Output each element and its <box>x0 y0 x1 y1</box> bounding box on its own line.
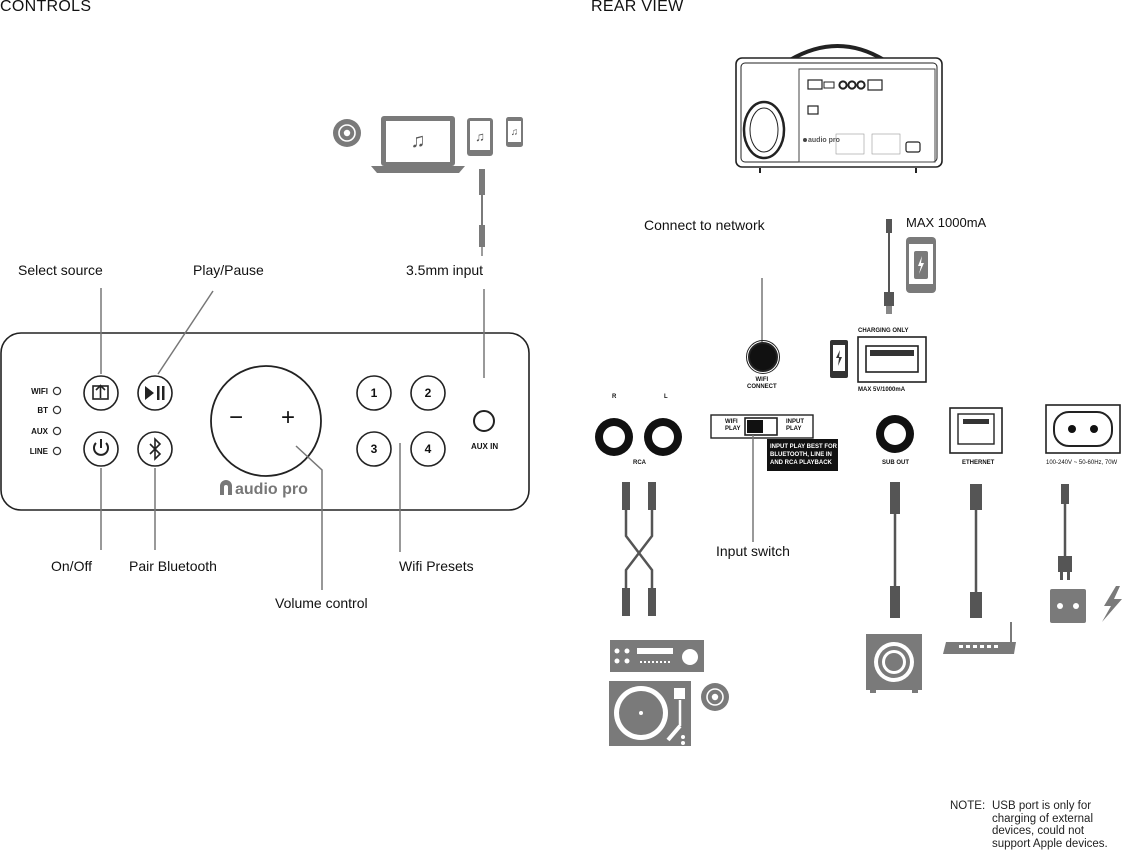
wifi-connect-button <box>748 342 778 372</box>
laptop-icon: ♫ <box>371 116 465 173</box>
power-cable-icon <box>1058 484 1072 580</box>
subwoofer-icon <box>866 634 922 693</box>
rca-jacks <box>595 418 682 456</box>
switch-note-label: INPUT PLAY BEST FOR BLUETOOTH, LINE IN A… <box>770 444 838 466</box>
rca-label: RCA <box>633 460 646 466</box>
sub-out-label: SUB OUT <box>882 460 909 466</box>
bluetooth-button <box>137 431 173 467</box>
rca-cable-icon <box>622 482 656 616</box>
usb-cable-icon <box>884 219 894 314</box>
rca-l-label: L <box>664 394 668 400</box>
preset-buttons <box>356 375 446 467</box>
speaker-rear <box>735 44 943 173</box>
router-icon <box>943 622 1016 654</box>
note-text: USB port is only for charging of externa… <box>992 800 1108 850</box>
turntable-icon <box>609 681 691 746</box>
switch-input-play-label: INPUT PLAY <box>786 419 804 432</box>
switch-wifi-play-label: WIFI PLAY <box>725 419 741 432</box>
note-label: NOTE: <box>950 800 986 812</box>
aux-in-jack <box>473 410 495 432</box>
tablet-icon: ♫ <box>467 118 493 156</box>
aux-cable-icon <box>479 169 485 256</box>
ethernet-cable-icon <box>970 484 982 618</box>
callout-pair-bluetooth: Pair Bluetooth <box>129 558 217 574</box>
callout-play-pause: Play/Pause <box>193 262 264 278</box>
volume-plus-label: + <box>281 404 296 431</box>
power-spec-label: 100-240V ~ 50-60Hz, 70W <box>1046 460 1118 466</box>
wall-outlet-icon <box>1050 589 1086 623</box>
chromecast-icon <box>333 119 361 147</box>
callout-on-off: On/Off <box>51 558 92 574</box>
rca-r-label: R <box>612 394 617 400</box>
usb-spec-label: MAX 5V/1000mA <box>858 387 906 393</box>
select-source-button <box>83 375 119 411</box>
charging-phone-icon <box>906 237 936 293</box>
wifi-connect-label: WIFI CONNECT <box>747 377 777 390</box>
led-label-bt: BT <box>37 406 48 415</box>
led-label-line: LINE <box>29 447 48 456</box>
audio-pro-logo-mark <box>220 480 232 495</box>
callout-lines-controls <box>100 288 485 590</box>
sub-cable-icon <box>890 482 900 618</box>
led-label-wifi: WIFI <box>31 387 48 396</box>
rear-view-heading: REAR VIEW <box>591 0 684 15</box>
preset-2-label: 2 <box>424 386 432 400</box>
led-label-aux: AUX <box>31 427 48 436</box>
amplifier-icon <box>610 640 704 672</box>
preset-1-label: 1 <box>370 386 378 400</box>
callout-35mm-input: 3.5mm input <box>406 262 484 278</box>
ethernet-port <box>949 407 1003 454</box>
aux-in-label: AUX IN <box>471 442 499 451</box>
phone-icon: ♫ <box>506 117 523 147</box>
charging-only-label: CHARGING ONLY <box>858 328 909 334</box>
svg-text:♫: ♫ <box>411 130 426 152</box>
led-indicators <box>52 386 62 456</box>
input-switch <box>710 414 838 471</box>
callout-input-switch: Input switch <box>716 543 790 559</box>
controls-heading: CONTROLS <box>0 0 92 15</box>
callout-max-current: MAX 1000mA <box>906 215 987 230</box>
svg-text:♫: ♫ <box>511 127 519 138</box>
power-socket <box>1045 404 1121 454</box>
rear-brand-label: audio pro <box>808 137 840 144</box>
ethernet-label: ETHERNET <box>962 460 995 466</box>
play-pause-button <box>137 375 173 411</box>
svg-text:♫: ♫ <box>475 129 485 144</box>
preset-3-label: 3 <box>370 442 378 456</box>
chromecast-icon-rear <box>701 683 729 711</box>
volume-knob <box>210 365 322 477</box>
volume-minus-label: − <box>229 404 244 431</box>
lightning-icon <box>1102 586 1122 622</box>
preset-4-label: 4 <box>424 442 432 456</box>
small-phone-icon <box>830 340 848 378</box>
callout-volume-control: Volume control <box>275 595 368 611</box>
panel-brand-label: audio pro <box>235 481 308 498</box>
callout-wifi-presets: Wifi Presets <box>399 558 474 574</box>
callout-select-source: Select source <box>18 262 103 278</box>
callout-connect-network: Connect to network <box>644 217 765 233</box>
power-button <box>83 431 119 467</box>
usb-port <box>857 336 927 383</box>
